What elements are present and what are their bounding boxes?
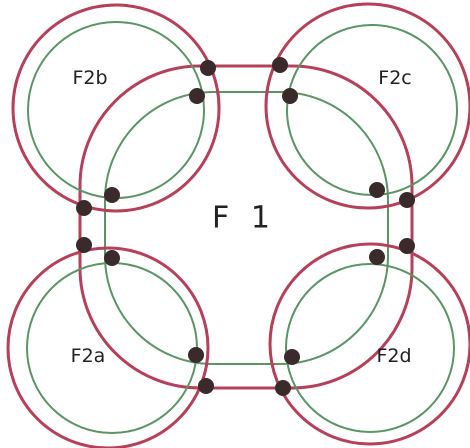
label-f1: F 1 [212,201,276,236]
intersection-dot [76,200,92,216]
label-f2d: F2d [376,345,411,367]
intersection-dot [76,237,92,253]
f1-outer-ring [78,64,414,390]
f2b-ring-group [11,3,221,213]
intersection-dot [198,378,214,394]
f1-ring-group [78,64,414,390]
intersection-dot [189,88,205,104]
label-f2c: F2c [378,67,411,89]
intersection-dots [76,57,415,396]
intersection-dot [369,249,385,265]
f2a-outer-ring [6,246,210,448]
intersection-dot [104,250,120,266]
intersection-dot [369,182,385,198]
intersection-dot [282,88,298,104]
f2c-inner-ring [286,24,458,196]
intersection-dot [272,57,288,73]
label-f2b: F2b [72,67,107,89]
intersection-dot [104,187,120,203]
intersection-dot [275,380,291,396]
intersection-dot [188,347,204,363]
f2c-outer-ring [264,2,470,210]
f2b-outer-ring [11,3,221,213]
intersection-dot [284,349,300,365]
f2d-inner-ring [285,263,455,433]
intersection-dot [399,192,415,208]
intersection-dot [200,60,216,76]
f2b-inner-ring [27,21,205,199]
f2d-ring-group [268,242,470,446]
f2c-ring-group [264,2,470,210]
f1-inner-ring [104,91,389,365]
intersection-dot [399,238,415,254]
f2d-outer-ring [268,242,470,446]
label-f2a: F2a [71,345,106,367]
